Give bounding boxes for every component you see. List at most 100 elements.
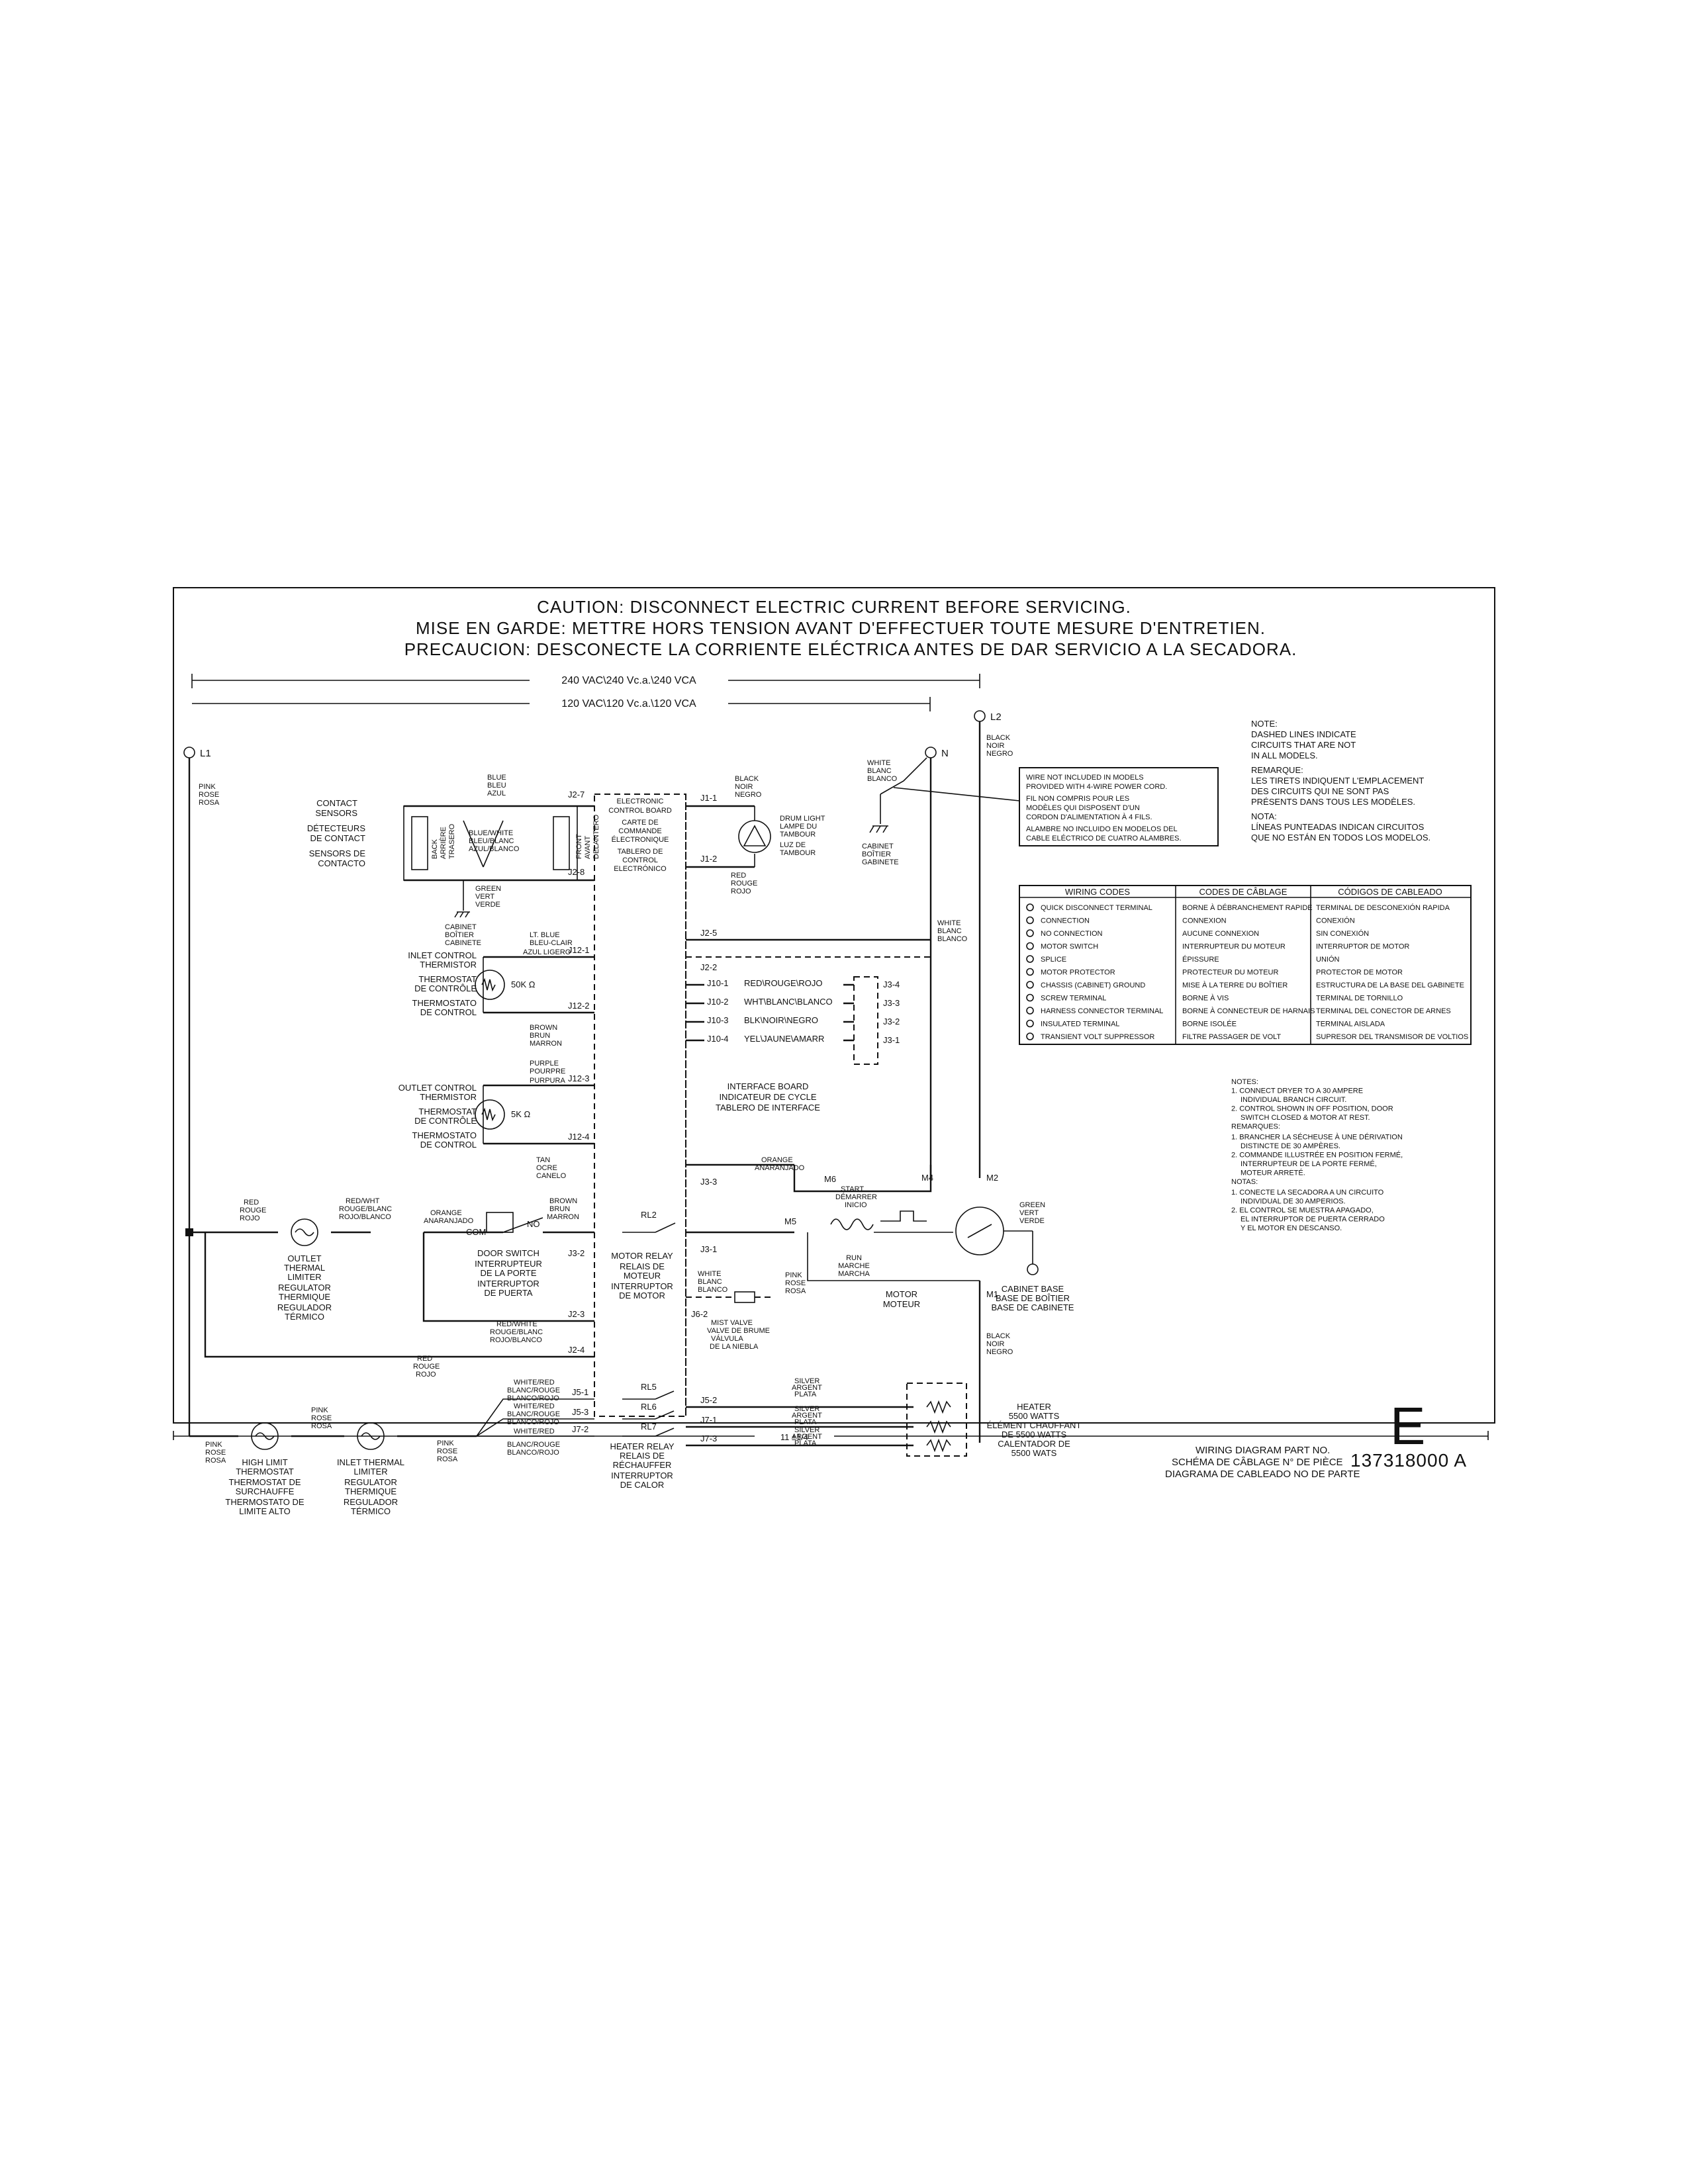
inlet-thermistor-label: INLET CONTROL THERMISTOR THERMOSTAT DE C… xyxy=(408,950,477,1017)
pin-j3-3: J3-3 xyxy=(700,1177,717,1187)
svg-text:TRASERO: TRASERO xyxy=(448,823,456,859)
svg-text:DE CONTROL: DE CONTROL xyxy=(420,1140,477,1150)
legend-symbol-icon xyxy=(1026,929,1034,937)
j24-wire-red: RED xyxy=(417,1355,432,1363)
sensor-chassis-ground-icon xyxy=(454,911,470,918)
svg-text:VALVE DE BRUME: VALVE DE BRUME xyxy=(707,1327,770,1335)
svg-text:THERMOSTAT: THERMOSTAT xyxy=(418,974,477,984)
neutral-wire-blanc: BLANC xyxy=(937,927,962,935)
svg-text:CARTE DE: CARTE DE xyxy=(622,819,658,827)
svg-text:LUZ DE: LUZ DE xyxy=(780,841,806,849)
svg-text:MIST VALVE: MIST VALVE xyxy=(711,1319,753,1327)
legend-symbol-icon xyxy=(1026,955,1034,963)
j23-wire-redwhite: ROJO/BLANCO xyxy=(490,1336,542,1344)
pin-j5-3: J5-3 xyxy=(572,1407,588,1417)
relay-rl5: RL5 xyxy=(641,1382,657,1392)
svg-text:INTERFACE BOARD: INTERFACE BOARD xyxy=(727,1081,809,1091)
notes-line: INTERRUPTEUR DE LA PORTE FERMÉ, xyxy=(1241,1160,1377,1168)
pin-j12-2: J12-2 xyxy=(568,1001,590,1011)
pin-j2-4: J2-4 xyxy=(568,1345,585,1355)
legend-cell: INTERRUPTOR DE MOTOR xyxy=(1316,943,1409,951)
motor-wire-anaranjado: ANARANJADO xyxy=(755,1164,805,1172)
motor-wire-verde: VERDE xyxy=(1019,1217,1045,1225)
svg-text:THERMOSTATO: THERMOSTATO xyxy=(412,998,477,1008)
wire-note-line: CABLE ELÉCTRICO DE CUATRO ALAMBRES. xyxy=(1026,834,1182,842)
hb-wire-whitered: WHITE/RED xyxy=(514,1379,555,1387)
svg-text:THERMISTOR: THERMISTOR xyxy=(420,960,477,970)
outlet-thermistor-icon xyxy=(475,1099,505,1130)
high-limit-label: HIGH LIMIT THERMOSTAT THERMOSTAT DE SURC… xyxy=(225,1457,305,1516)
inlet-thermistor-icon xyxy=(475,970,505,1000)
interface-board-label: INTERFACE BOARD INDICATEUR DE CYCLE TABL… xyxy=(716,1081,820,1113)
svg-text:FRONT: FRONT xyxy=(575,834,583,859)
pin-j1-2: J1-2 xyxy=(700,854,717,864)
svg-text:PLATA: PLATA xyxy=(794,1390,817,1398)
limiter-wire-redwht: ROJO/BLANCO xyxy=(339,1213,391,1221)
inlet-wire-ltblue: LT. BLUE xyxy=(530,931,560,939)
cabinet-base-label: CABINET BASE BASE DE BOÎTIER BASE DE CAB… xyxy=(992,1284,1074,1312)
legend-cell: NO CONNECTION xyxy=(1041,930,1103,938)
legend-cell: BORNE ISOLÉE xyxy=(1182,1020,1237,1028)
svg-text:DE CONTRÔLE: DE CONTRÔLE xyxy=(414,983,477,993)
motor-run-label: RUN MARCHE MARCHA xyxy=(838,1254,870,1278)
heater-silver-labels: SILVER ARGENT PLATA SILVER ARGENT PLATA … xyxy=(792,1377,822,1447)
hl-wire-pink: PINK xyxy=(205,1441,222,1449)
svg-text:DE CALOR: DE CALOR xyxy=(620,1480,664,1490)
svg-text:TAMBOUR: TAMBOUR xyxy=(780,831,816,839)
notes-line: INDIVIDUAL BRANCH CIRCUIT. xyxy=(1241,1096,1346,1104)
n-wire-blanc: BLANC xyxy=(867,767,892,775)
legend-cell: QUICK DISCONNECT TERMINAL xyxy=(1041,904,1152,912)
svg-text:THERMOSTAT: THERMOSTAT xyxy=(418,1107,477,1116)
svg-text:PRÉSENTS DANS TOUS LES MODÈLES: PRÉSENTS DANS TOUS LES MODÈLES. xyxy=(1251,797,1415,807)
outlet-wire-canelo: CANELO xyxy=(536,1172,567,1180)
svg-text:ARGENT: ARGENT xyxy=(792,1412,822,1420)
width-dimension-label: 11 ±1/4 xyxy=(780,1432,808,1442)
svg-text:LIMITER: LIMITER xyxy=(353,1467,387,1477)
legend-cell: SCREW TERMINAL xyxy=(1041,995,1106,1003)
svg-text:DE MOTOR: DE MOTOR xyxy=(619,1291,665,1300)
legend-cell: AUCUNE CONNEXION xyxy=(1182,930,1259,938)
svg-text:TAMBOUR: TAMBOUR xyxy=(780,849,816,857)
hb-wire-pink: PINK xyxy=(437,1439,454,1447)
control-board-label: ELECTRONIC CONTROL BOARD CARTE DE COMMAN… xyxy=(608,797,672,873)
notes-line: NOTAS: xyxy=(1231,1178,1258,1186)
legend-cell: BORNE À VIS xyxy=(1182,994,1229,1003)
svg-text:BASE DE CABINETE: BASE DE CABINETE xyxy=(992,1302,1074,1312)
svg-text:CONTROL BOARD: CONTROL BOARD xyxy=(608,807,672,815)
neutral-wire-white: WHITE xyxy=(937,919,961,927)
interface-pin: J10-4 xyxy=(707,1034,729,1044)
relay-rl2: RL2 xyxy=(641,1210,657,1220)
notes-block: NOTES:1. CONNECT DRYER TO A 30 AMPEREIND… xyxy=(1231,1078,1403,1232)
hb-wire-whitered: BLANCO/ROJO xyxy=(507,1449,559,1457)
svg-text:DE CONTROL: DE CONTROL xyxy=(420,1007,477,1017)
interface-board-outline xyxy=(853,976,878,1065)
sensor-cabinete-label: CABINETE xyxy=(445,939,481,947)
doorsw-com: COM xyxy=(466,1227,486,1237)
svg-text:THERMISTOR: THERMISTOR xyxy=(420,1092,477,1102)
svg-text:LIMITER: LIMITER xyxy=(287,1272,321,1282)
part-number: 137318000 A xyxy=(1350,1450,1467,1471)
door-switch-label: DOOR SWITCH INTERRUPTEUR DE LA PORTE INT… xyxy=(475,1248,542,1298)
interface-target-pin: J3-3 xyxy=(883,998,900,1008)
l1-label: L1 xyxy=(200,748,211,759)
pin-j12-1: J12-1 xyxy=(568,945,590,955)
legend-cell: PROTECTEUR DU MOTEUR xyxy=(1182,969,1279,977)
pin-m4: M4 xyxy=(921,1173,933,1183)
interface-wire-label: WHT\BLANC\BLANCO xyxy=(744,997,833,1007)
inlet-wire-azulligero: AZUL LIGERO xyxy=(523,948,571,956)
notes-line: SWITCH CLOSED & MOTOR AT REST. xyxy=(1241,1114,1370,1122)
mist-wire-blanc: BLANC xyxy=(698,1278,722,1286)
wire-note-line: ALAMBRE NO INCLUIDO EN MODELOS DEL xyxy=(1026,825,1178,833)
svg-text:BASE DE BOÎTIER: BASE DE BOÎTIER xyxy=(996,1293,1070,1303)
svg-text:ARGENT: ARGENT xyxy=(792,1384,822,1392)
svg-text:BACK: BACK xyxy=(431,839,439,859)
svg-text:DE LA NIEBLA: DE LA NIEBLA xyxy=(710,1343,759,1351)
legend-cell: SIN CONEXIÓN xyxy=(1316,929,1369,938)
svg-text:THERMOSTAT: THERMOSTAT xyxy=(236,1467,294,1477)
legend-cell: CONEXIÓN xyxy=(1316,917,1355,925)
pin-j12-4: J12-4 xyxy=(568,1132,590,1142)
part-number-labels: WIRING DIAGRAM PART NO. SCHÉMA DE CÂBLAG… xyxy=(1165,1445,1360,1480)
svg-text:OUTLET: OUTLET xyxy=(287,1253,321,1263)
svg-text:IN ALL MODELS.: IN ALL MODELS. xyxy=(1251,751,1318,760)
